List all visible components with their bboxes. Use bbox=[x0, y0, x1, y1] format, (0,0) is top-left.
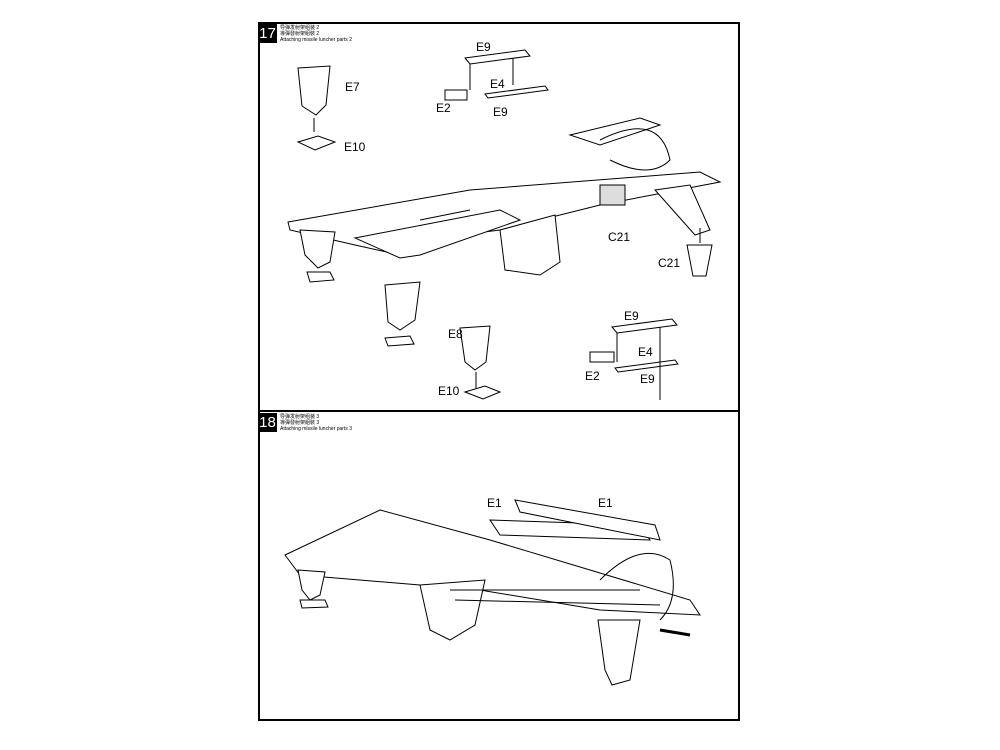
step-title-cn: 导弹发射架组装 2 bbox=[280, 25, 320, 31]
step-title-en: Attaching missile luncher parts 2 bbox=[280, 37, 352, 43]
part-label: E4 bbox=[638, 345, 653, 359]
parts-e9-e4-e2-upper bbox=[444, 49, 549, 101]
part-label: E10 bbox=[344, 140, 366, 154]
parts-e7-e10 bbox=[296, 65, 502, 400]
step-title-en: Attaching missile luncher parts 3 bbox=[280, 426, 352, 432]
part-label: E10 bbox=[438, 384, 460, 398]
part-label: E9 bbox=[640, 372, 655, 386]
chassis-step17 bbox=[287, 117, 722, 347]
part-label: E9 bbox=[493, 105, 508, 119]
step-divider bbox=[258, 410, 740, 412]
part-label: E8 bbox=[448, 327, 463, 341]
part-label: E7 bbox=[345, 80, 360, 94]
step-18-header: 导弹发射架组装 3 導彈發射架組裝 3 Attaching missile lu… bbox=[280, 414, 352, 432]
part-label: E2 bbox=[436, 101, 451, 115]
step-17-header: 导弹发射架组装 2 導彈發射架組裝 2 Attaching missile lu… bbox=[280, 25, 352, 43]
step-title-cn: 导弹发射架组装 3 bbox=[280, 414, 320, 420]
step-number-18: 18 bbox=[258, 413, 277, 432]
chassis-step18 bbox=[284, 499, 701, 686]
part-label: E9 bbox=[624, 309, 639, 323]
step-number-17: 17 bbox=[258, 24, 277, 43]
part-label: E2 bbox=[585, 369, 600, 383]
parts-e9-e4-e2-lower bbox=[589, 318, 679, 400]
step-title-cn-traditional: 導彈發射架組裝 2 bbox=[280, 31, 320, 37]
instruction-page-frame bbox=[258, 22, 740, 721]
part-label: E9 bbox=[476, 40, 491, 54]
part-label: C21 bbox=[658, 256, 681, 270]
part-label: C21 bbox=[608, 230, 631, 244]
part-label: E1 bbox=[598, 496, 613, 510]
part-label: E4 bbox=[490, 77, 505, 91]
step-title-cn-traditional: 導彈發射架組裝 3 bbox=[280, 420, 320, 426]
part-label: E1 bbox=[487, 496, 502, 510]
